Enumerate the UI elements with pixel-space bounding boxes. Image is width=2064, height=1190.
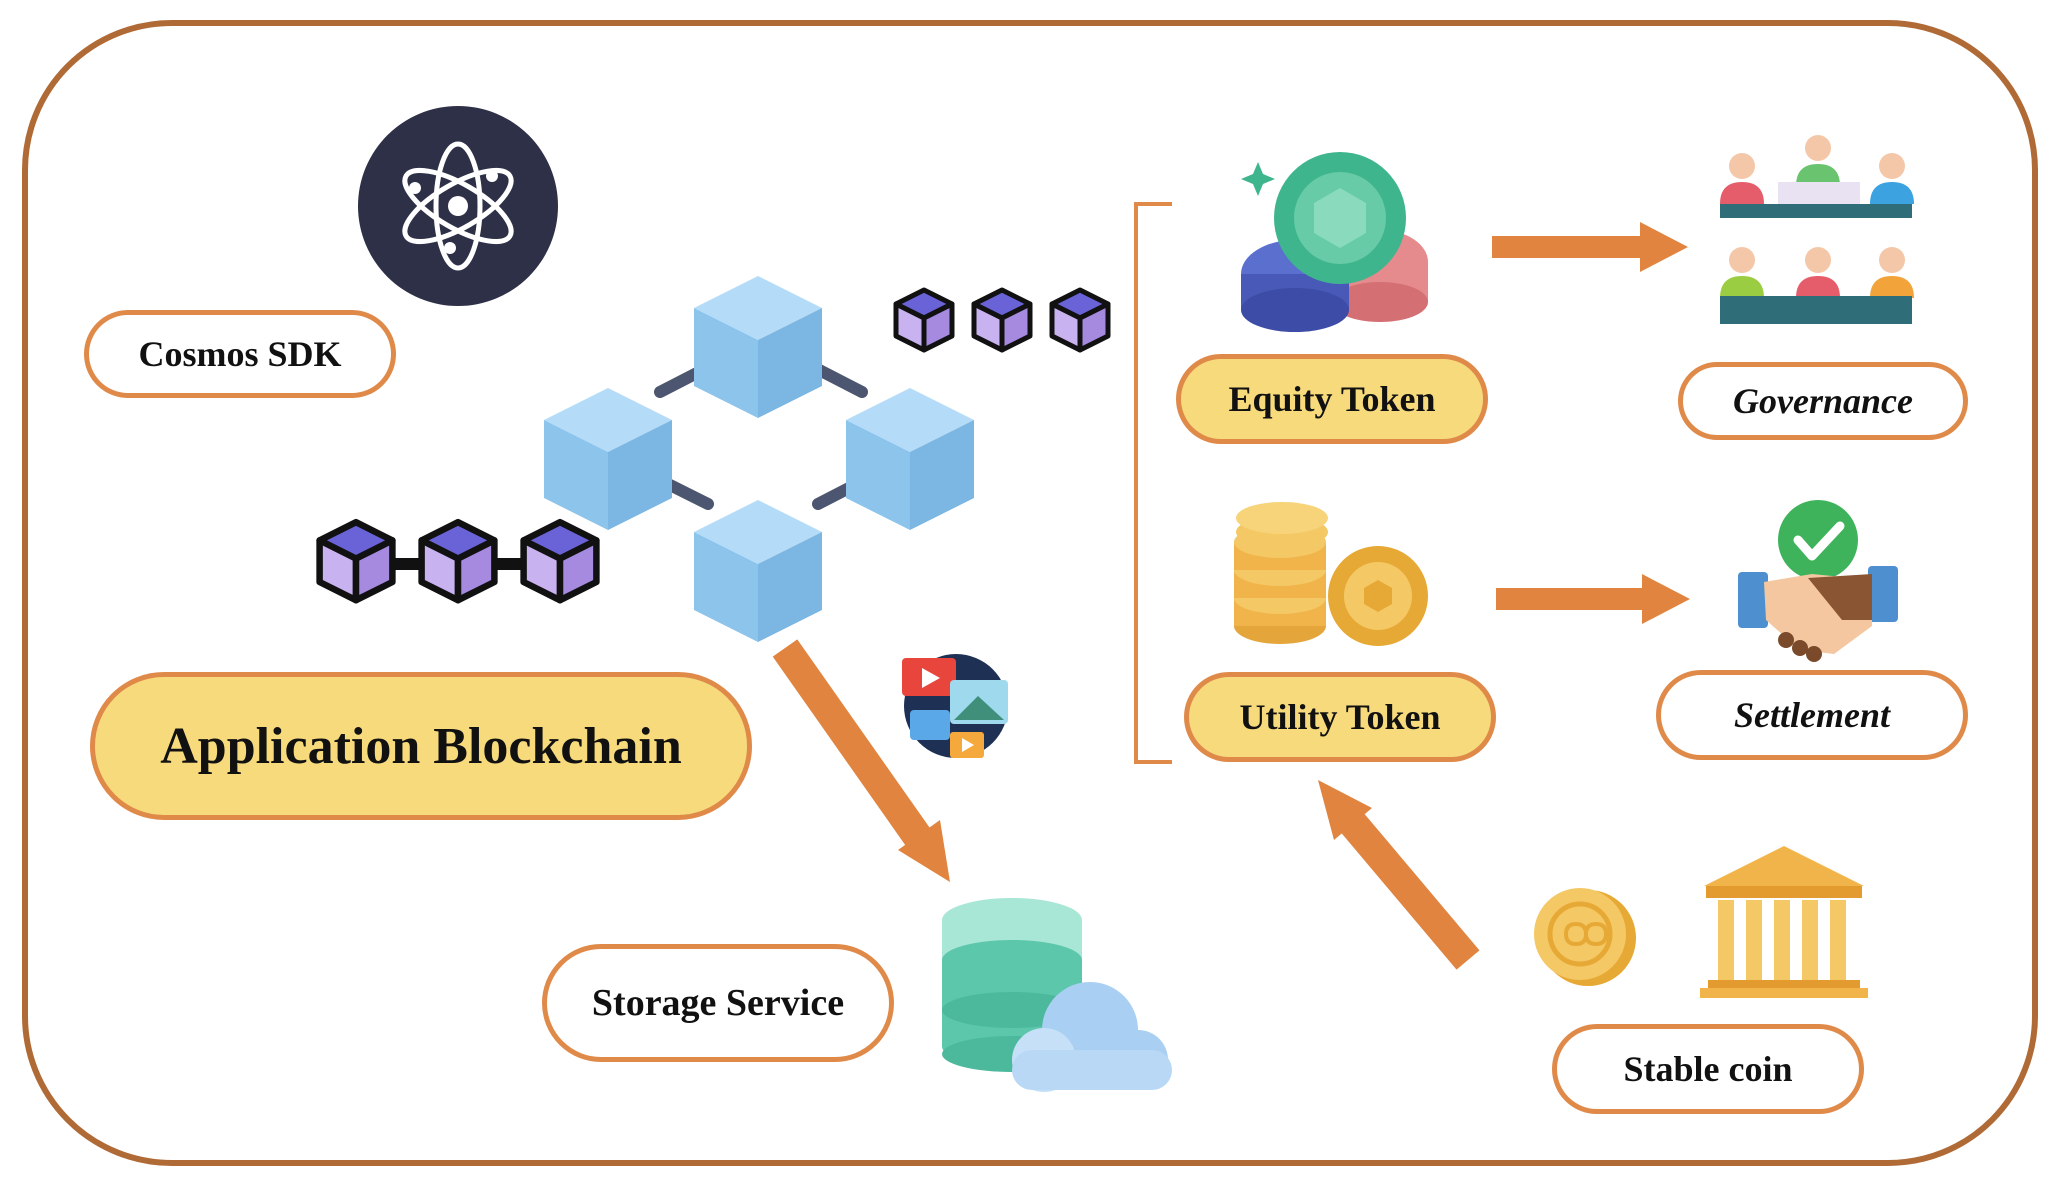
chain-links-icon bbox=[320, 522, 597, 600]
equity-token-label: Equity Token bbox=[1176, 354, 1488, 444]
database-cloud-icon bbox=[942, 898, 1172, 1092]
people-assembly-icon bbox=[1720, 135, 1914, 324]
utility-token-label: Utility Token bbox=[1184, 672, 1496, 762]
settlement-label: Settlement bbox=[1656, 670, 1968, 760]
arrow-to-storage bbox=[772, 639, 950, 882]
governance-label: Governance bbox=[1678, 362, 1968, 440]
arrow-to-utility bbox=[1318, 780, 1480, 970]
coin-icon bbox=[1534, 888, 1636, 986]
application-blockchain-label: Application Blockchain bbox=[90, 672, 752, 820]
diagram-frame bbox=[22, 20, 2038, 1166]
bank-building-icon bbox=[1700, 846, 1868, 998]
handshake-check-icon bbox=[1738, 500, 1898, 662]
token-stack-icon bbox=[1241, 152, 1428, 332]
media-files-icon bbox=[902, 654, 1008, 758]
blockchain-cubes-icon bbox=[544, 276, 974, 642]
cosmos-atom-icon bbox=[358, 106, 558, 306]
token-bracket bbox=[1134, 202, 1172, 764]
arrow-to-settlement bbox=[1496, 574, 1690, 624]
arrow-to-governance bbox=[1492, 222, 1688, 272]
stable-coin-label: Stable coin bbox=[1552, 1024, 1864, 1114]
storage-service-label: Storage Service bbox=[542, 944, 894, 1062]
gold-coins-icon bbox=[1234, 502, 1428, 646]
chain-links-icon bbox=[896, 290, 1108, 350]
cosmos-sdk-label: Cosmos SDK bbox=[84, 310, 396, 398]
